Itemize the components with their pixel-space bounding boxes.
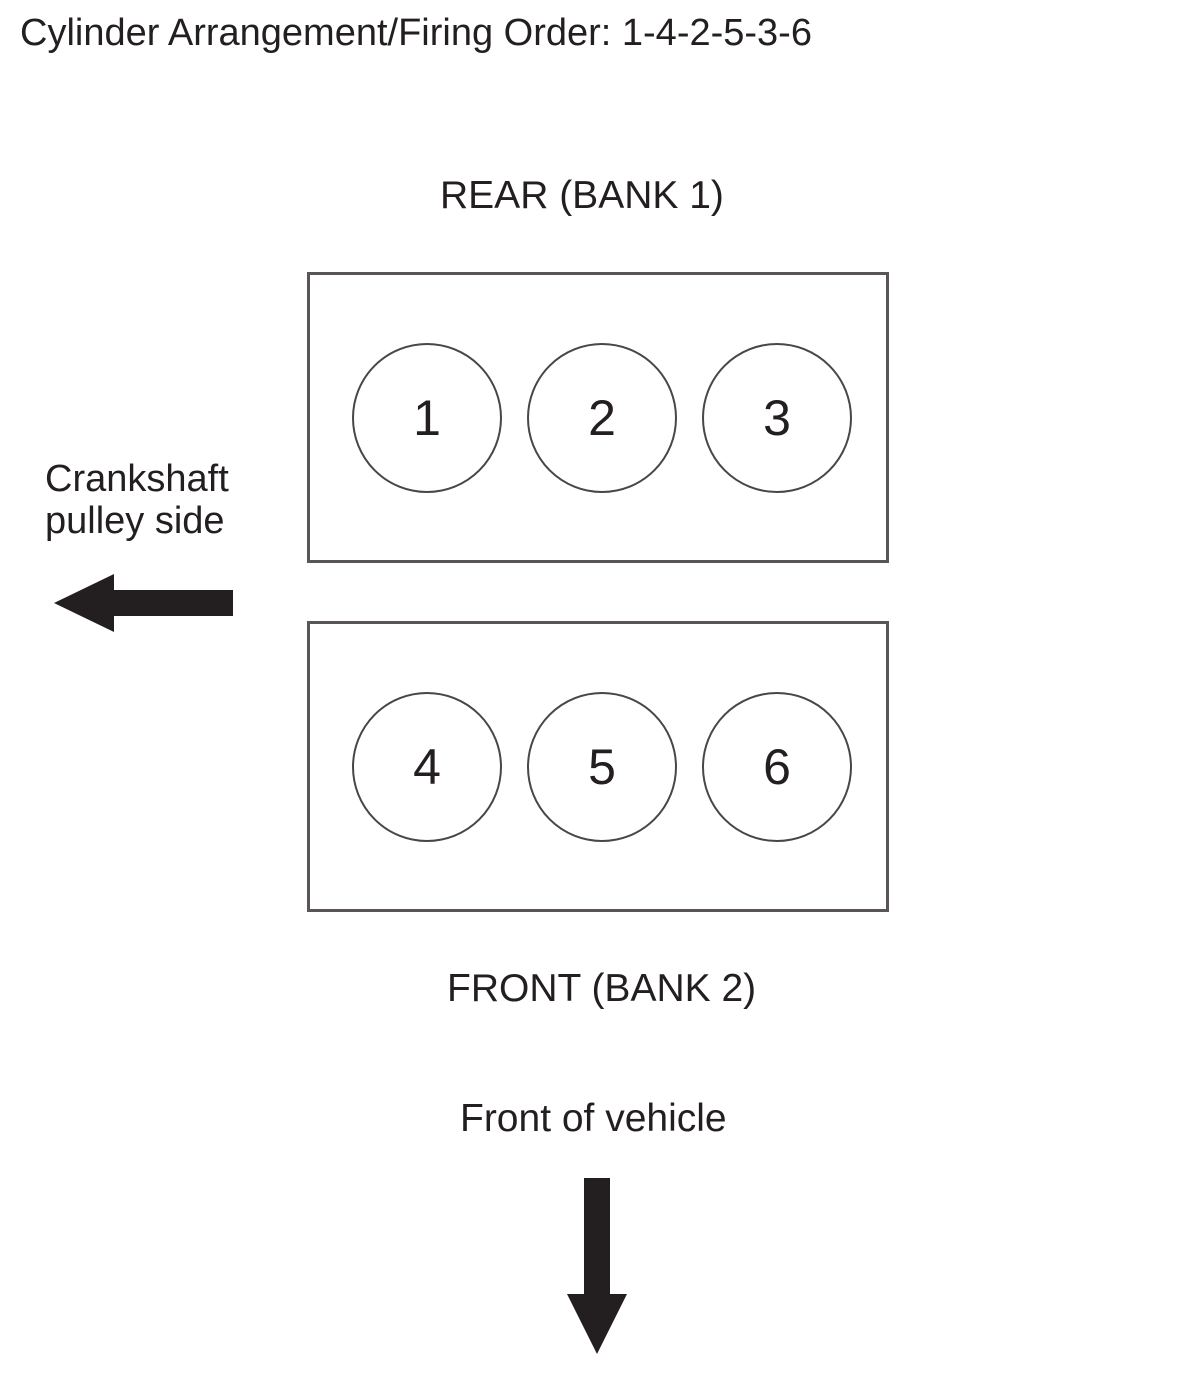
crankshaft-label-line1: Crankshaft bbox=[45, 458, 229, 500]
diagram-title: Cylinder Arrangement/Firing Order: 1-4-2… bbox=[20, 12, 812, 54]
cylinder-2: 2 bbox=[527, 343, 677, 493]
arrow-left-icon bbox=[54, 574, 233, 632]
cylinder-4: 4 bbox=[352, 692, 502, 842]
front-bank-block: 4 5 6 bbox=[307, 621, 889, 912]
cylinder-6: 6 bbox=[702, 692, 852, 842]
cylinder-3: 3 bbox=[702, 343, 852, 493]
crankshaft-label-line2: pulley side bbox=[45, 500, 225, 542]
arrow-down-icon bbox=[567, 1178, 627, 1354]
cylinder-5: 5 bbox=[527, 692, 677, 842]
rear-bank-label: REAR (BANK 1) bbox=[440, 174, 724, 217]
crankshaft-pulley-side-label: Crankshaft pulley side bbox=[45, 458, 229, 542]
rear-bank-block: 1 2 3 bbox=[307, 272, 889, 563]
front-bank-label: FRONT (BANK 2) bbox=[447, 967, 757, 1010]
front-of-vehicle-label: Front of vehicle bbox=[460, 1097, 727, 1140]
cylinder-1: 1 bbox=[352, 343, 502, 493]
